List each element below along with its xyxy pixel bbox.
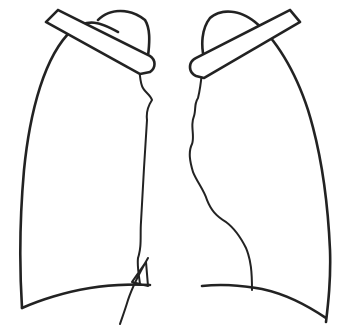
left-clavicle-shape xyxy=(190,10,300,78)
left-clavicle xyxy=(190,10,300,78)
right-lung-outer-border xyxy=(20,23,118,308)
left-lung-medial-border xyxy=(190,72,252,290)
left-lung-diaphragm xyxy=(202,285,326,318)
right-lung-diaphragm xyxy=(22,285,150,308)
right-lung-medial-border xyxy=(138,58,152,284)
right-lung-inferior-line xyxy=(120,258,148,324)
